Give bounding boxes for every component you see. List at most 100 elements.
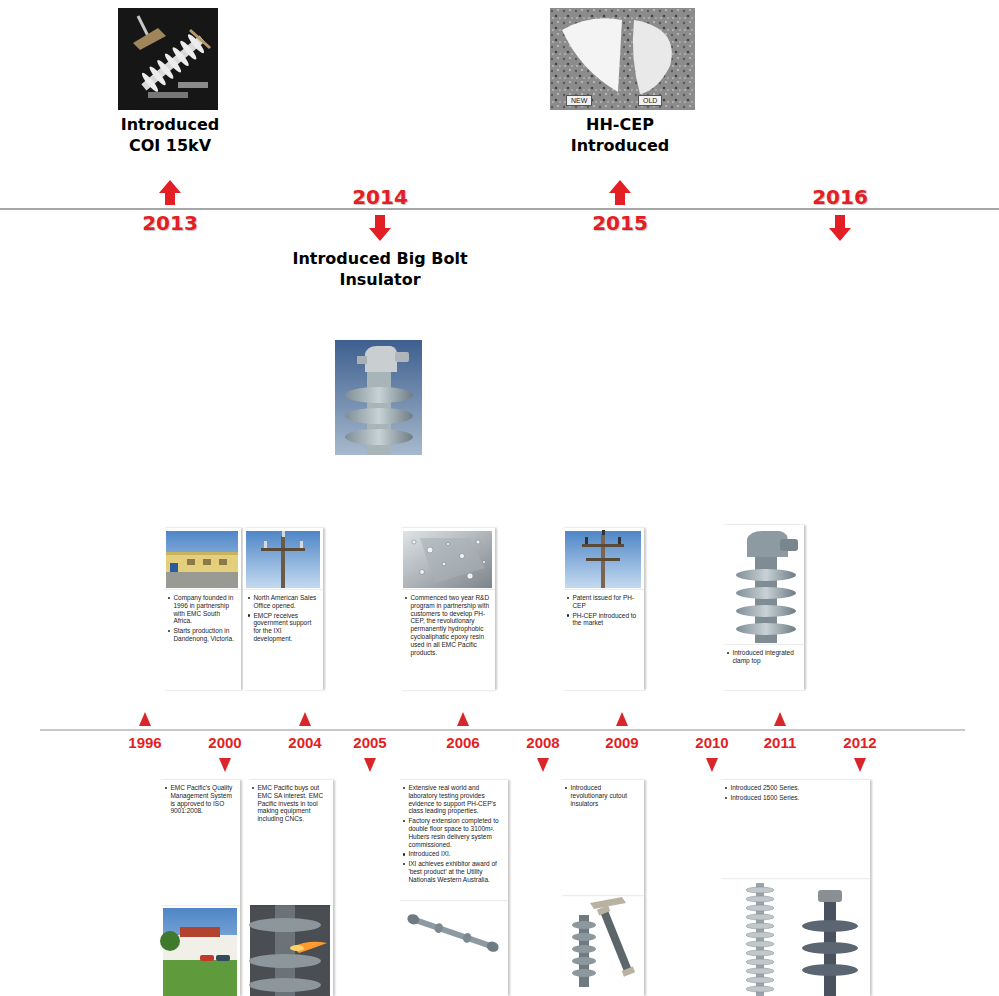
pole-photo [243,528,323,590]
year-label: 2010 [687,734,737,752]
card-text: Factory extension completed to double fl… [408,817,504,848]
bullet-dot [165,787,167,789]
bullet-item: EMC Pacific buys out EMC SA interest. EM… [252,784,329,823]
cutout-insulator [560,895,644,996]
bullet-item: North American Sales Office opened. [248,594,319,610]
ixi-rod [398,900,508,996]
photo-tag: OLD [638,95,662,106]
year-label: 2000 [200,734,250,752]
timeline-card: Company founded in 1996 in partnership w… [163,590,241,690]
big-bolt-photo [335,340,422,455]
pole-photo [562,528,644,590]
year-label: 2012 [835,734,885,752]
bullet-item: Commenced two year R&D program in partne… [405,594,491,656]
bullet-dot [567,614,569,616]
bullet-item: Factory extension completed to double fl… [403,817,504,848]
milestone-text: HH-CEP Introduced [555,114,685,156]
bullet-dot [403,863,405,865]
bullet-dot [252,787,254,789]
timeline-card: North American Sales Office opened. EMCP … [243,590,323,690]
bullet-dot [168,630,170,632]
bullet-item: Company founded in 1996 in partnership w… [168,594,237,625]
card-text: Extensive real world and laboratory test… [408,784,504,815]
card-text: EMC Pacific buys out EMC SA interest. EM… [257,784,329,823]
bullet-item: PH-CEP introduced to the market [567,612,640,628]
year-label: 2013 [130,211,210,235]
card-text: Commenced two year R&D program in partne… [410,594,491,656]
bullet-item: Introduced integrated clamp top [727,649,800,665]
timeline-card: EMC Pacific's Quality Management System … [160,780,240,905]
photo-tag: NEW [566,95,592,106]
timeline-card: Introduced revolutionary cutout insulato… [560,780,644,895]
bullet-dot [403,787,405,789]
year-label: 2009 [597,734,647,752]
card-text: Introduced 2500 Series. [730,784,866,792]
card-text: Introduced 1600 Series. [730,794,866,802]
timeline-axis [40,729,965,731]
year-label: 1996 [120,734,170,752]
card-text: Patent issued for PH-CEP [572,594,640,610]
bullet-item: Introduced 1600 Series. [725,794,866,802]
hh-cep-photo [550,8,695,110]
bullet-item: Introduced revolutionary cutout insulato… [565,784,640,807]
tooling-photo [247,905,333,996]
year-label: 2011 [755,734,805,752]
year-label: 2005 [345,734,395,752]
card-text: IXI achieves exhibitor award of 'best pr… [408,860,504,883]
year-label: 2006 [438,734,488,752]
bullet-dot [725,787,727,789]
bullet-item: IXI achieves exhibitor award of 'best pr… [403,860,504,883]
card-text: Introduced IXI. [408,850,504,858]
bullet-dot [168,597,170,599]
card-text: Introduced revolutionary cutout insulato… [570,784,640,807]
timeline-card: Patent issued for PH-CEP PH-CEP introduce… [562,590,644,690]
year-label: 2015 [580,211,660,235]
year-label: 2008 [518,734,568,752]
timeline-card: EMC Pacific buys out EMC SA interest. EM… [247,780,333,905]
bullet-item: Extensive real world and laboratory test… [403,784,504,815]
timeline-card: Extensive real world and laboratory test… [398,780,508,900]
milestone-text: Introduced Big Bolt Insulator [255,248,505,290]
timeline-axis [0,208,999,210]
bullet-item: Starts production in Dandenong, Victoria… [168,627,237,643]
card-text: PH-CEP introduced to the market [572,612,640,628]
year-label: 2014 [340,185,420,209]
bullet-dot [727,652,729,654]
card-text: Company founded in 1996 in partnership w… [173,594,237,625]
bullet-dot [403,853,405,855]
bullet-item: Introduced IXI. [403,850,504,858]
timeline-card: Introduced 2500 Series. Introduced 1600 S… [720,780,870,878]
bullet-item: Introduced 2500 Series. [725,784,866,792]
card-text: North American Sales Office opened. [253,594,319,610]
year-markers [139,712,866,772]
bullet-dot [405,597,407,599]
card-text: Starts production in Dandenong, Victoria… [173,627,237,643]
year-label: 2016 [800,185,880,209]
factory-photo [163,528,241,590]
resin-surface-photo [400,528,495,590]
card-text: Introduced integrated clamp top [732,649,800,665]
bullet-dot [567,597,569,599]
year-label: 2004 [280,734,330,752]
series-insulators [720,878,870,996]
bullet-item: Patent issued for PH-CEP [567,594,640,610]
milestone-text: Introduced COI 15kV [105,114,235,156]
coi-photo [118,8,218,110]
card-text: EMCP receives government support for the… [253,612,319,643]
office-photo [160,905,240,996]
bullet-dot [248,597,250,599]
bullet-item: EMC Pacific's Quality Management System … [165,784,236,815]
timeline-card: Commenced two year R&D program in partne… [400,590,495,690]
bullet-dot [403,820,405,822]
card-text: EMC Pacific's Quality Management System … [170,784,236,815]
clamp-top-insulator [722,525,804,645]
bullet-dot [565,787,567,789]
bullet-item: EMCP receives government support for the… [248,612,319,643]
block-arrows [159,180,851,241]
bullet-dot [248,614,250,616]
timeline-card: Introduced integrated clamp top [722,645,804,690]
bullet-dot [725,797,727,799]
